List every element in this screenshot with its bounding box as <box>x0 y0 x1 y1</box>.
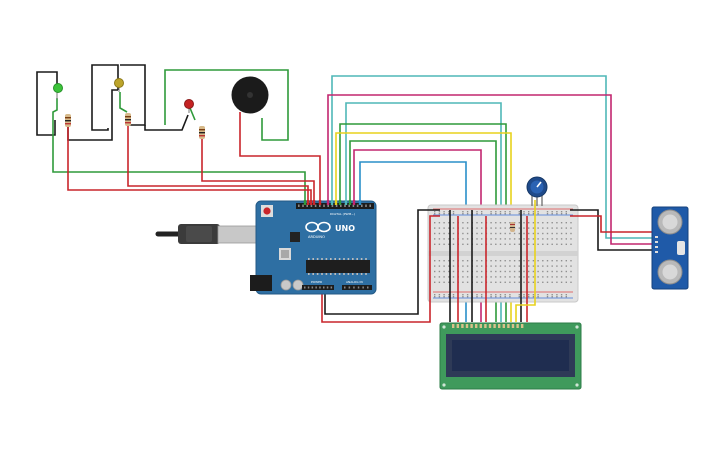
wire-red-5v-arduino[interactable] <box>321 215 440 323</box>
breadboard[interactable] <box>427 204 579 303</box>
board-model-label: UNO <box>335 224 355 233</box>
wire-red-led-1[interactable] <box>67 125 312 202</box>
digital-label: DIGITAL (PWM~) <box>330 212 355 216</box>
wire-red-led-2[interactable] <box>127 125 309 202</box>
power-label: POWER <box>311 280 322 284</box>
wire-green-led-1[interactable] <box>52 98 306 200</box>
arduino-logo <box>305 221 331 233</box>
atmega-chip <box>306 260 370 273</box>
lcd-pin-header <box>452 324 524 328</box>
led-green[interactable] <box>53 83 63 100</box>
resistor-1[interactable] <box>65 114 71 127</box>
wire-green-led-2[interactable] <box>119 92 128 113</box>
lcd-16x2[interactable] <box>439 322 582 390</box>
board-brand-label: ARDUINO <box>308 235 325 239</box>
led-wires <box>36 64 321 202</box>
wire-green-buzzer[interactable] <box>164 69 289 141</box>
wire-black-gnd-arduino[interactable] <box>324 209 440 315</box>
breadboard-holes <box>434 211 572 298</box>
header-wire-ends <box>303 200 362 205</box>
wire-yellow-pot-lcd[interactable] <box>515 200 536 322</box>
analog-label: ANALOG IN <box>346 280 363 284</box>
ultrasonic-sensor[interactable] <box>651 206 689 290</box>
wire-black-ultrasonic[interactable] <box>570 209 652 251</box>
wire-teal-ultrasonic[interactable] <box>331 75 652 239</box>
resistor-3[interactable] <box>199 126 205 139</box>
piezo-buzzer[interactable] <box>231 76 269 114</box>
led-yellow[interactable] <box>114 78 124 93</box>
capacitor-1 <box>280 279 292 291</box>
chip-legs <box>308 258 367 275</box>
wire-black-led-loop-2[interactable] <box>67 89 118 141</box>
wire-black-led-loop-3[interactable] <box>91 64 119 131</box>
wire-red-led-3[interactable] <box>201 138 315 202</box>
led-red[interactable] <box>184 99 194 114</box>
power-analog-header <box>304 286 369 289</box>
breadboard-wires <box>321 200 652 323</box>
breadboard-resistor[interactable] <box>510 222 515 232</box>
digital-header <box>298 204 371 207</box>
wire-red-ultrasonic[interactable] <box>570 215 652 233</box>
reset-button[interactable] <box>263 207 271 215</box>
potentiometer-knob-indicator <box>536 181 542 188</box>
potentiometer[interactable] <box>526 176 548 206</box>
wire-black-led-loop-5[interactable] <box>144 114 189 131</box>
wire-black-led-loop-1[interactable] <box>36 71 58 136</box>
wire-magenta-ultrasonic[interactable] <box>327 94 652 245</box>
resistor-2[interactable] <box>125 113 131 126</box>
lcd-screen <box>452 340 569 371</box>
wire-black-led-loop-4[interactable] <box>120 64 146 126</box>
capacitor-2 <box>292 279 304 291</box>
wire-red-buzzer[interactable] <box>239 112 321 202</box>
wire-green-led-3[interactable] <box>189 107 196 121</box>
arduino-uno[interactable]: UNO ARDUINO DIGITAL (PWM~) POWER ANALOG … <box>155 200 377 295</box>
power-jack[interactable] <box>250 275 272 291</box>
